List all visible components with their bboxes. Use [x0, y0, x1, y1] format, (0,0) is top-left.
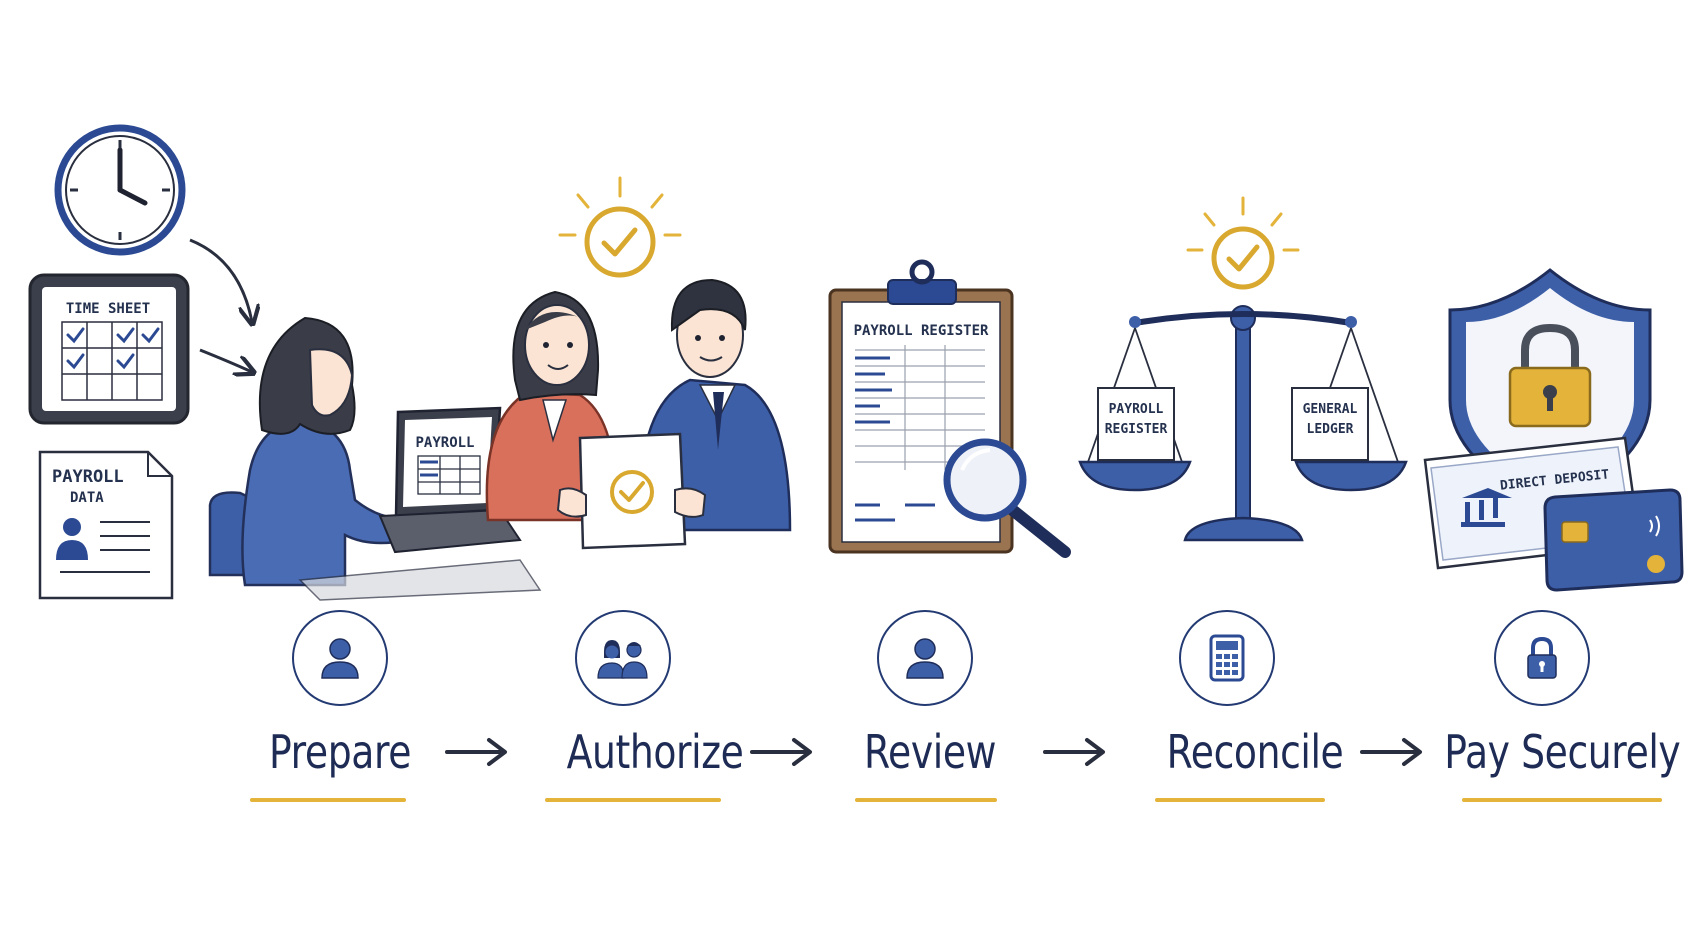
clock-icon [54, 124, 186, 256]
arrow-clock-to-person [189, 238, 252, 322]
arrow-right-icon [1043, 738, 1105, 766]
scale-left-label-1: PAYROLL [1109, 402, 1164, 417]
step-icon-review [877, 610, 973, 706]
padlock-icon [1508, 323, 1592, 428]
laptop-icon: PAYROLL [378, 406, 522, 554]
bank-icon [1461, 488, 1512, 527]
payroll-data-document: PAYROLL DATA [38, 450, 174, 600]
step-label-prepare: Prepare [268, 725, 412, 779]
approval-check-icon-scale [1186, 196, 1300, 290]
scale-right-label-2: LEDGER [1307, 422, 1354, 437]
step-icon-pay-securely [1494, 610, 1590, 706]
calculator-icon [1209, 634, 1245, 682]
lock-icon [1527, 636, 1557, 679]
step-label-authorize: Authorize [566, 725, 744, 779]
step-icon-authorize [575, 610, 671, 706]
arrow-right-icon [1360, 738, 1422, 766]
arrow-right-icon [445, 738, 507, 766]
approved-document [556, 432, 707, 550]
woman-colleague [485, 290, 617, 522]
payroll-data-label-1: PAYROLL [52, 467, 124, 487]
underline-authorize [545, 798, 721, 802]
scale-left-label-2: REGISTER [1105, 422, 1168, 437]
step-label-pay-securely: Pay Securely [1444, 725, 1681, 779]
magnifying-glass-icon [943, 438, 1071, 558]
step-label-review: Review [863, 725, 997, 779]
person-icon [906, 638, 944, 679]
step-icon-prepare [292, 610, 388, 706]
scale-right-label-1: GENERAL [1303, 402, 1358, 417]
time-sheet-label: TIME SHEET [66, 301, 150, 317]
payroll-register-label: PAYROLL REGISTER [854, 323, 989, 339]
payroll-data-label-2: DATA [70, 490, 104, 506]
underline-pay-securely [1462, 798, 1662, 802]
time-sheet-tablet: TIME SHEET [28, 273, 190, 425]
laptop-payroll-label: PAYROLL [415, 435, 474, 451]
approval-check-icon-top [558, 176, 682, 278]
underline-reconcile [1155, 798, 1325, 802]
underline-review [855, 798, 997, 802]
credit-card-icon [1543, 488, 1684, 592]
arrow-timesheet-to-person [199, 348, 252, 372]
two-people-icon [597, 640, 648, 679]
step-label-reconcile: Reconcile [1166, 725, 1344, 779]
balance-scale-icon: PAYROLL REGISTER GENERAL LEDGER [1078, 305, 1408, 542]
step-icon-reconcile [1179, 610, 1275, 706]
person-icon [321, 638, 359, 679]
arrow-right-icon [750, 738, 812, 766]
underline-prepare [250, 798, 406, 802]
